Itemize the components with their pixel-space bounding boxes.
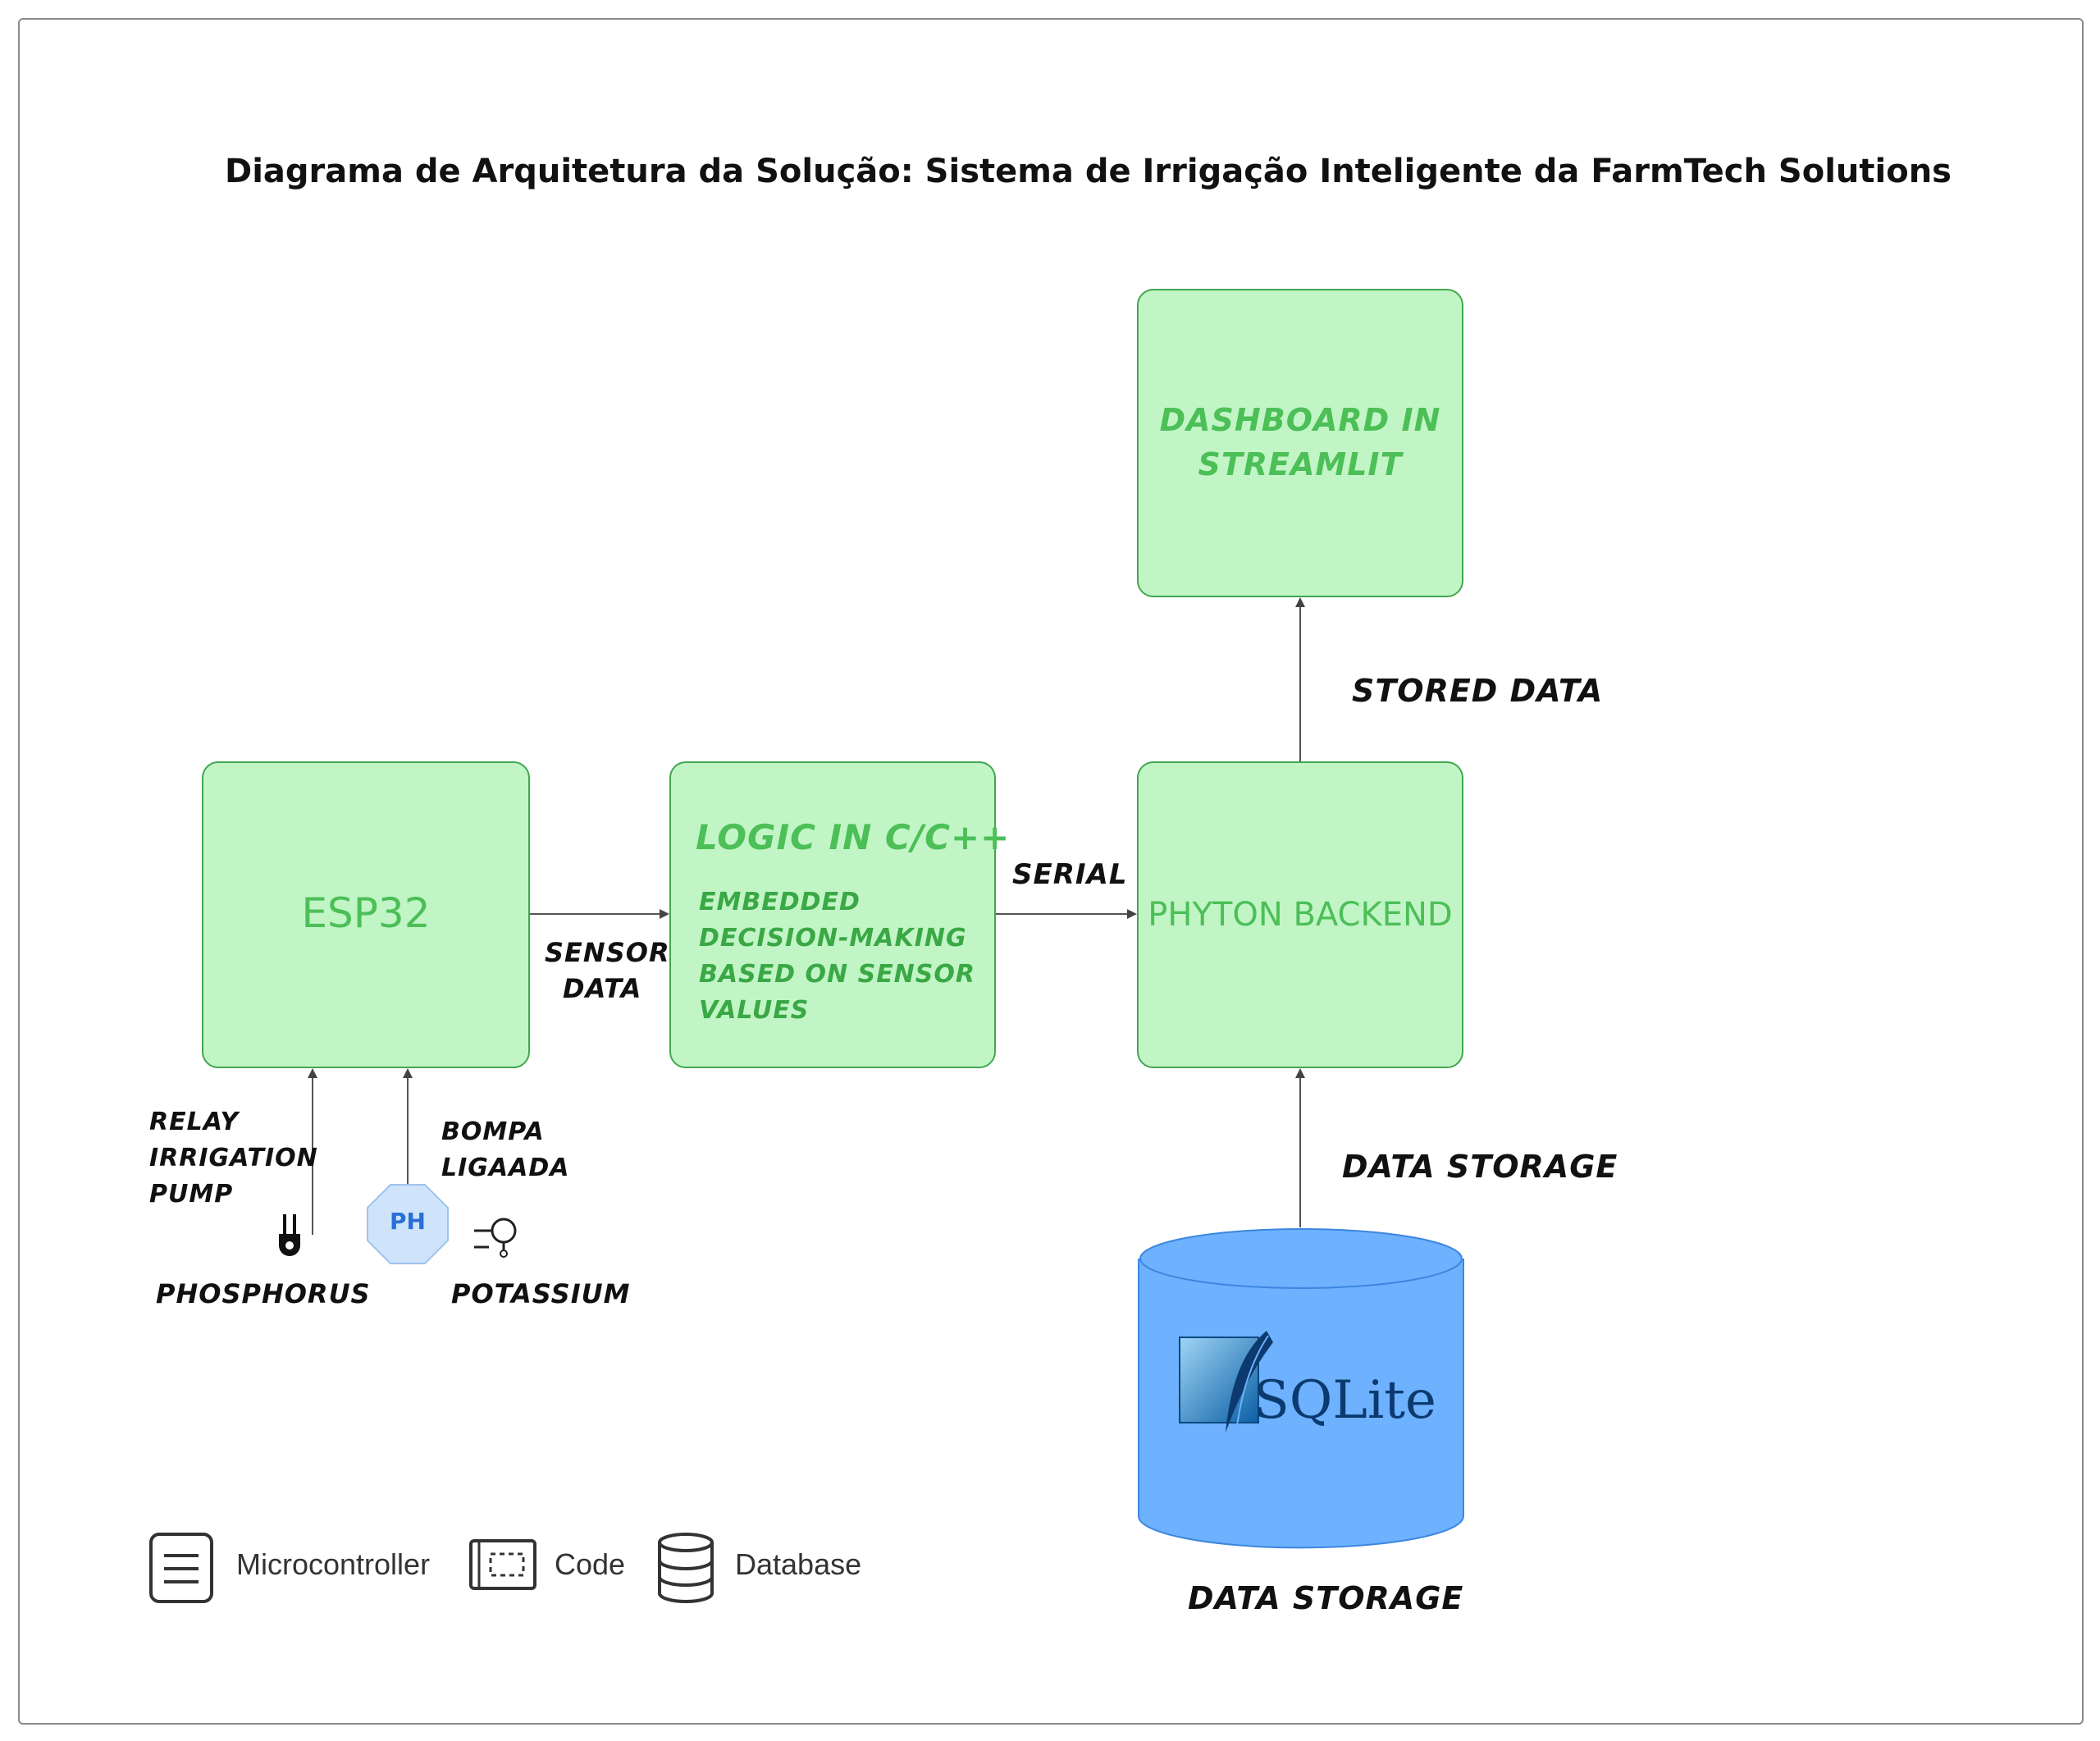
sensor-data-label-2: DATA xyxy=(563,973,642,1004)
relay-label-2: IRRIGATION xyxy=(149,1144,318,1172)
potassium-sensor-icon xyxy=(474,1218,517,1258)
legend-microcontroller-label: Microcontroller xyxy=(236,1547,431,1581)
database-legend-icon xyxy=(658,1533,714,1603)
relay-label-3: PUMP xyxy=(149,1180,234,1209)
sqlite-database-cylinder[interactable] xyxy=(1135,1227,1467,1552)
logic-desc-line-2: DECISION-MAKING xyxy=(699,924,967,953)
esp32-node[interactable] xyxy=(202,761,530,1068)
bompa-label-1: BOMPA xyxy=(441,1117,545,1146)
sqlite-logo-text: SQLite xyxy=(1253,1370,1436,1431)
legend-database-label: Database xyxy=(735,1547,862,1581)
logic-title: LOGIC IN C/C++ xyxy=(696,817,1011,857)
diagram-title: Diagrama de Arquitetura da Solução: Sist… xyxy=(225,153,1952,190)
ph-label: PH xyxy=(390,1208,426,1235)
ph-sensor-icon xyxy=(367,1184,449,1264)
serial-label: SERIAL xyxy=(1012,858,1128,891)
logic-desc-line-1: EMBEDDED xyxy=(699,888,861,916)
sqlite-logo-icon xyxy=(1179,1331,1273,1433)
bompa-label-2: LIGAADA xyxy=(441,1154,570,1182)
dashboard-label-line-2: STREAMLIT xyxy=(1198,446,1403,482)
logic-desc-line-4: VALUES xyxy=(699,996,810,1025)
relay-label-1: RELAY xyxy=(149,1108,240,1136)
microcontroller-legend-icon xyxy=(149,1533,213,1603)
phosphorus-sensor-icon xyxy=(279,1214,300,1256)
stored-data-label: STORED DATA xyxy=(1352,673,1604,709)
backend-label: PHYTON BACKEND xyxy=(1148,896,1453,934)
phosphorus-label: PHOSPHORUS xyxy=(156,1278,371,1309)
backend-node[interactable] xyxy=(1137,761,1463,1068)
dashboard-label-line-1: DASHBOARD IN xyxy=(1159,402,1441,438)
logic-node[interactable] xyxy=(669,761,996,1068)
esp32-label: ESP32 xyxy=(301,889,431,937)
logic-desc-line-3: BASED ON SENSOR xyxy=(699,960,976,989)
legend-code-label: Code xyxy=(555,1547,626,1581)
code-legend-icon xyxy=(469,1539,536,1590)
dashboard-node[interactable] xyxy=(1137,289,1463,597)
sensor-data-label-1: SENSOR xyxy=(545,937,670,968)
data-storage-edge-label: DATA STORAGE xyxy=(1342,1149,1618,1185)
data-storage-caption: DATA STORAGE xyxy=(1188,1580,1464,1616)
potassium-label: POTASSIUM xyxy=(451,1278,631,1309)
